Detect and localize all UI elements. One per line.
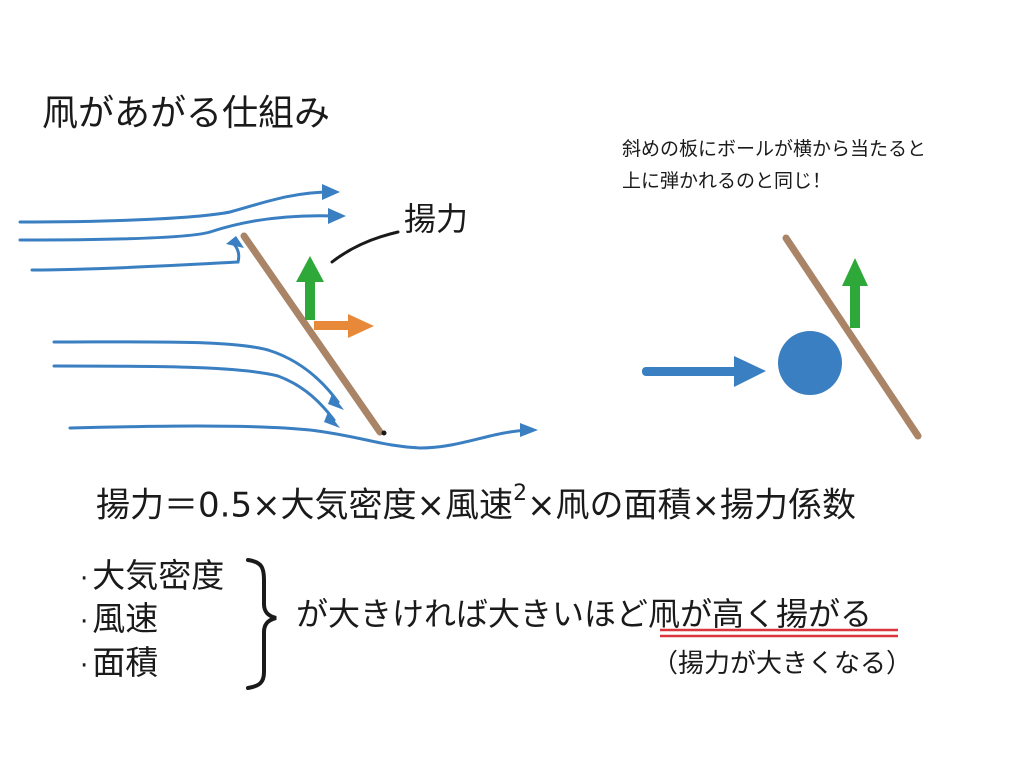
wind-line-1: [18, 190, 334, 224]
note-line-2: 上に弾かれるのと同じ！: [622, 170, 832, 192]
formula-exponent: 2: [513, 481, 528, 506]
arrowhead-4: [328, 394, 344, 410]
factor-item: ·大気密度: [80, 559, 224, 592]
page-title: 凧があがる仕組み: [42, 93, 331, 134]
lift-label: 揚力: [404, 200, 469, 238]
arrowhead-3: [226, 236, 244, 248]
kite-board: [240, 232, 384, 436]
bullet-dot: ·: [80, 651, 89, 681]
factor-label: 大気密度: [92, 556, 225, 595]
lift-formula: 揚力＝0.5×大気密度×風速2×凧の面積×揚力係数: [96, 483, 857, 526]
wind-line-4: [52, 340, 340, 404]
conclusion-prefix: が大きければ大きいほど: [296, 595, 649, 633]
bullet-dot: ·: [80, 564, 89, 594]
factor-item: ·風速: [80, 602, 158, 635]
factor-label: 風速: [92, 599, 159, 638]
wind-line-3: [30, 240, 241, 272]
formula-rest: ×凧の面積×揚力係数: [527, 485, 857, 526]
arrowhead-5: [324, 412, 340, 428]
bullet-dot: ·: [80, 607, 89, 637]
ball-lift-arrow: [842, 258, 868, 328]
factor-label: 面積: [92, 643, 159, 682]
formula-main: 揚力＝0.5×大気密度×風速: [96, 485, 514, 526]
red-underline: [660, 628, 898, 638]
curly-brace: [246, 558, 277, 690]
conclusion-text: が大きければ大きいほど凧が高く揚がる: [296, 598, 872, 630]
ball: [778, 331, 842, 395]
note-line-1: 斜めの板にボールが横から当たると: [622, 138, 927, 160]
lift-arrow: [296, 256, 324, 320]
arrowhead-1: [322, 184, 340, 200]
lift-leader-line: [330, 230, 400, 264]
arrowhead-6: [520, 423, 538, 437]
conclusion-underlined: 凧が高く揚がる: [648, 595, 873, 633]
factor-item: ·面積: [80, 646, 158, 679]
wind-line-6: [68, 424, 530, 450]
wind-line-5: [52, 364, 336, 422]
wind-arrowheads: [226, 184, 538, 437]
wind-line-2: [18, 214, 338, 242]
wind-streamlines: [18, 190, 530, 450]
sub-note: （揚力が大きくなる）: [652, 649, 913, 679]
ball-arrow: [642, 356, 766, 387]
board-tip-dot: [381, 430, 387, 436]
arrowhead-2: [328, 208, 346, 224]
drag-arrow: [314, 314, 374, 338]
tilted-board: [782, 234, 922, 440]
